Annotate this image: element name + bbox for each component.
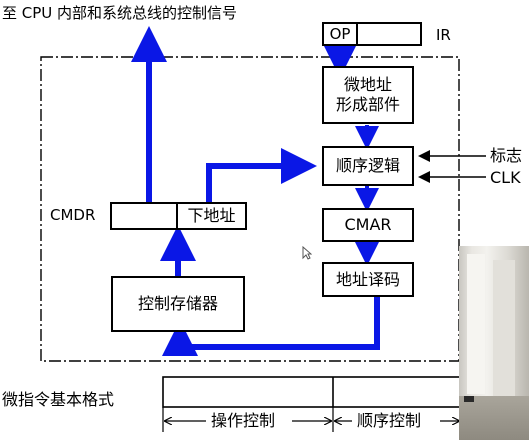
output-signals-label: 至 CPU 内部和系统总线的控制信号 — [2, 4, 238, 22]
address-generation-label: 微地址 形成部件 — [335, 75, 400, 114]
next-address-label: 下地址 — [187, 206, 236, 225]
control-unit-frame — [40, 56, 460, 362]
address-generation-unit: 微地址 形成部件 — [322, 66, 414, 124]
format-title: 微指令基本格式 — [2, 390, 115, 409]
field-sequence-control: 顺序控制 — [357, 411, 422, 430]
address-decoder-label: 地址译码 — [335, 269, 400, 289]
cmdr-control-field — [110, 202, 178, 230]
control-store-label: 控制存储器 — [137, 294, 218, 313]
arrow-nextaddr-to-seq — [206, 148, 317, 202]
address-decoder: 地址译码 — [322, 262, 414, 297]
cmar-register: CMAR — [322, 208, 414, 242]
sequence-logic: 顺序逻辑 — [322, 146, 414, 186]
ir-op-label: OP — [329, 24, 351, 43]
ir-register — [356, 22, 422, 46]
ir-label: IR — [436, 26, 451, 44]
sequence-logic-label: 顺序逻辑 — [335, 156, 400, 175]
field-operation-control: 操作控制 — [211, 411, 276, 430]
cmdr-next-address-field: 下地址 — [176, 202, 247, 230]
arrow-decoder-to-store — [162, 297, 380, 356]
cmar-label: CMAR — [344, 215, 392, 234]
mouse-cursor-icon — [302, 246, 312, 260]
cmdr-label: CMDR — [50, 206, 96, 224]
clk-label: CLK — [490, 168, 521, 187]
flags-label: 标志 — [490, 146, 523, 165]
webcam-overlay — [459, 246, 529, 440]
control-store: 控制存储器 — [111, 276, 245, 332]
